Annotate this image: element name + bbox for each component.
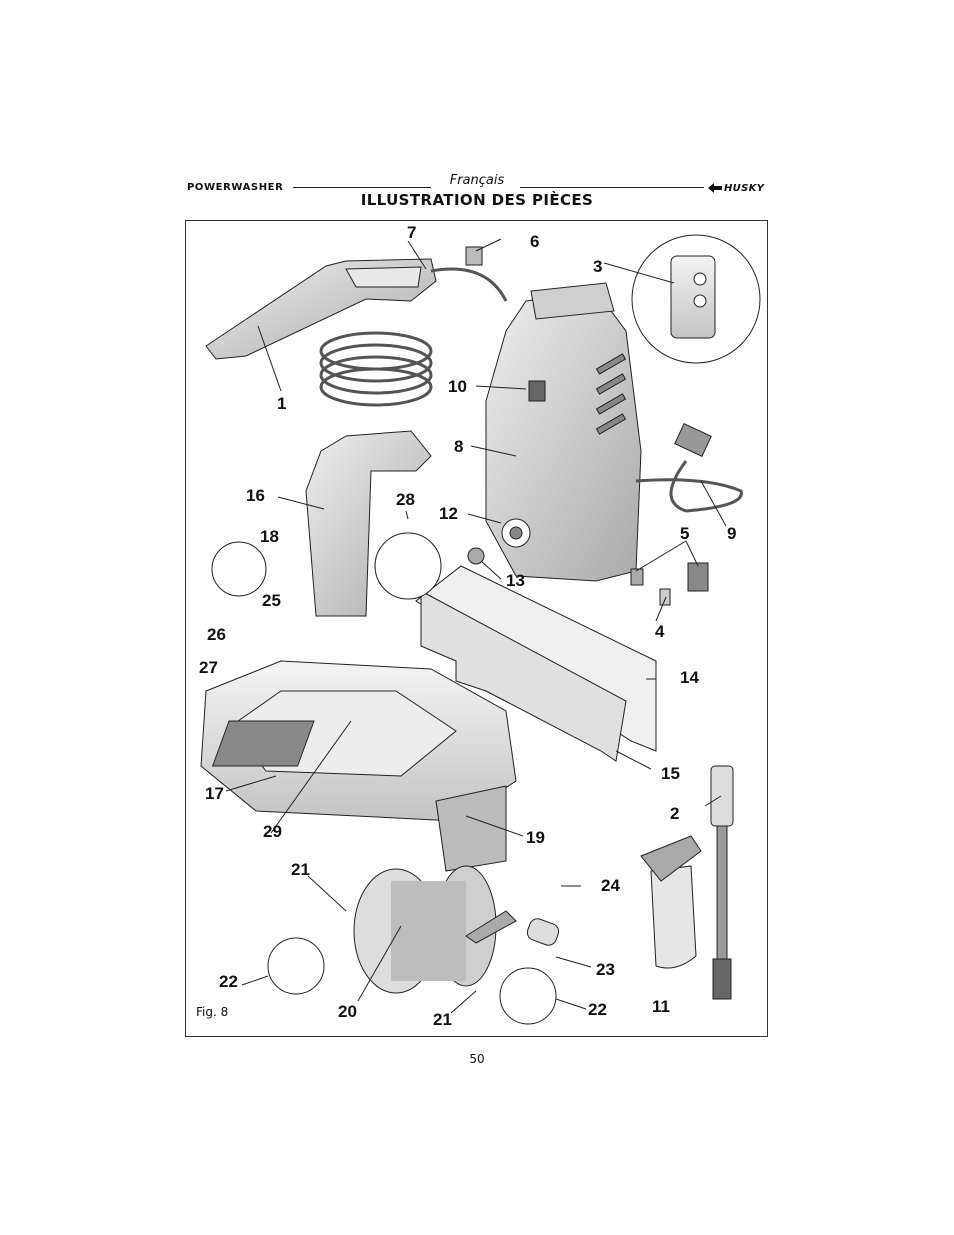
- callout-20: 20: [338, 1002, 357, 1021]
- callout-5: 5: [680, 524, 690, 543]
- callout-7: 7: [407, 223, 417, 242]
- callout-13: 13: [506, 571, 525, 590]
- figure-label: Fig. 8: [196, 1005, 229, 1019]
- brand-name: POWERWASHER: [187, 182, 284, 193]
- husky-logo-text: HUSKY: [724, 182, 765, 194]
- screws-detail-18: [211, 541, 267, 597]
- callout-27: 27: [199, 658, 218, 677]
- callout-21-top: 21: [291, 860, 310, 879]
- husky-arrow-icon: [708, 183, 722, 193]
- detergent-bottle: [650, 865, 697, 969]
- callout-18: 18: [260, 527, 279, 546]
- bracket: [420, 590, 627, 762]
- callout-19: 19: [526, 828, 545, 847]
- header-rule-right: [520, 187, 704, 188]
- spray-lance: [710, 765, 734, 827]
- callout-22-right: 22: [588, 1000, 607, 1019]
- parts-drawing: [200, 234, 761, 1025]
- callout-23: 23: [596, 960, 615, 979]
- callout-9: 9: [727, 524, 737, 543]
- callout-14: 14: [680, 668, 699, 687]
- callout-3: 3: [593, 257, 603, 276]
- screws-detail-22-left: [267, 937, 325, 995]
- motor-housing: [485, 290, 642, 582]
- callout-29: 29: [263, 822, 282, 841]
- page-title: ILLUSTRATION DES PIÈCES: [360, 191, 594, 209]
- callout-8: 8: [454, 437, 464, 456]
- callout-16: 16: [246, 486, 265, 505]
- callout-11: 11: [652, 997, 670, 1016]
- callout-1: 1: [277, 394, 287, 413]
- language-label: Français: [449, 173, 505, 188]
- callout-21-bottom: 21: [433, 1010, 452, 1029]
- callout-22-left: 22: [219, 972, 238, 991]
- screws-detail-28: [374, 532, 442, 600]
- callout-10: 10: [448, 377, 467, 396]
- callout-24: 24: [601, 876, 620, 895]
- callout-4: 4: [655, 622, 665, 641]
- callout-25: 25: [262, 591, 281, 610]
- page-number: 50: [469, 1052, 485, 1066]
- callout-2: 2: [670, 804, 680, 823]
- callout-6: 6: [530, 232, 540, 251]
- callout-26: 26: [207, 625, 226, 644]
- husky-logo: HUSKY: [708, 181, 764, 195]
- parts-illustration: 7 6 3 1 10 8 16 28 12 18 5 9 13 25 4 26 …: [185, 220, 768, 1037]
- callout-17: 17: [205, 784, 224, 803]
- callout-15: 15: [661, 764, 680, 783]
- header-rule-left: [293, 187, 431, 188]
- screws-detail-22-right: [499, 967, 557, 1025]
- callout-12: 12: [439, 504, 458, 523]
- callout-28: 28: [396, 490, 415, 509]
- handle-tower: [305, 430, 432, 617]
